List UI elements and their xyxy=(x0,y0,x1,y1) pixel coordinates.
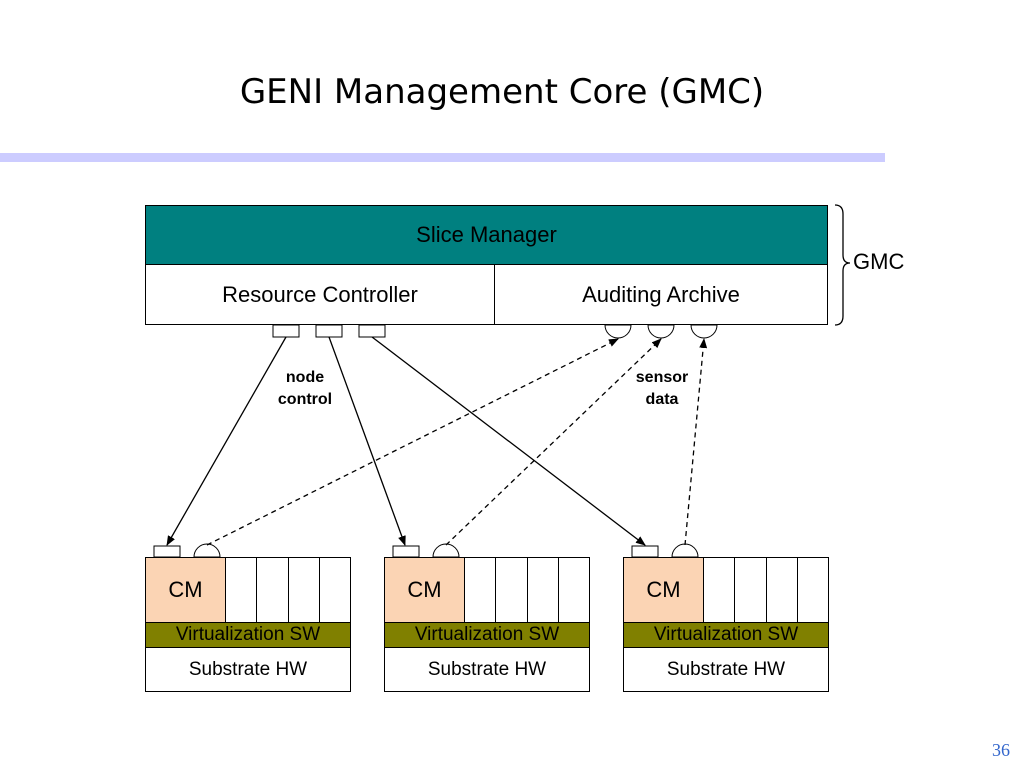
sliver-slot xyxy=(704,558,736,622)
control-port-1 xyxy=(272,324,300,338)
node-sensor-port-3 xyxy=(671,543,699,558)
sensor-port-2 xyxy=(647,324,675,339)
sliver-slot xyxy=(767,558,798,622)
node-3-slivers: CM xyxy=(623,557,829,623)
sliver-slot xyxy=(226,558,258,622)
cm-box-2: CM xyxy=(385,558,465,622)
node-stack-2: CM Virtualization SW Substrate HW xyxy=(384,557,590,692)
page-title: GENI Management Core (GMC) xyxy=(239,72,765,112)
control-port-3 xyxy=(358,324,386,338)
title-divider xyxy=(0,153,885,162)
node-control-annotation: node control xyxy=(265,367,345,411)
substrate-hw-1: Substrate HW xyxy=(145,648,351,692)
sensor-data-line-2: data xyxy=(645,391,679,408)
sensor-arrow-3 xyxy=(684,338,708,546)
sensor-arrow-1 xyxy=(206,338,619,546)
sliver-slot xyxy=(289,558,320,622)
virtualization-label-2: Virtualization SW xyxy=(414,624,560,645)
node-control-port-2 xyxy=(392,545,420,558)
gmc-brace xyxy=(834,204,851,326)
node-control-line-1: node xyxy=(285,369,325,386)
virtualization-sw-2: Virtualization SW xyxy=(384,623,590,648)
control-arrow-1 xyxy=(166,336,287,546)
substrate-label-3: Substrate HW xyxy=(666,658,786,680)
sensor-port-3 xyxy=(690,324,718,339)
node-stack-3: CM Virtualization SW Substrate HW xyxy=(623,557,829,692)
cm-box-3: CM xyxy=(624,558,704,622)
resource-controller-label: Resource Controller xyxy=(222,281,418,307)
control-arrow-3 xyxy=(371,336,646,546)
sliver-slot xyxy=(496,558,528,622)
control-port-2 xyxy=(315,324,343,338)
substrate-label-1: Substrate HW xyxy=(188,658,308,680)
node-2-slivers: CM xyxy=(384,557,590,623)
resource-controller-box: Resource Controller xyxy=(145,264,495,325)
node-control-line-2: control xyxy=(277,391,333,408)
virtualization-label-3: Virtualization SW xyxy=(653,624,799,645)
node-control-port-1 xyxy=(153,545,181,558)
sliver-slot xyxy=(735,558,767,622)
gmc-brace-label: GMC xyxy=(853,249,905,274)
sensor-arrow-2 xyxy=(445,338,662,546)
sliver-slot xyxy=(257,558,289,622)
virtualization-sw-3: Virtualization SW xyxy=(623,623,829,648)
sensor-port-1 xyxy=(604,324,632,339)
auditing-archive-label: Auditing Archive xyxy=(582,281,740,307)
virtualization-label-1: Virtualization SW xyxy=(175,624,321,645)
substrate-hw-3: Substrate HW xyxy=(623,648,829,692)
cm-label-2: CM xyxy=(407,577,442,602)
sensor-data-line-1: sensor xyxy=(635,369,689,386)
slice-manager-box: Slice Manager xyxy=(145,205,828,265)
page-number: 36 xyxy=(992,740,1010,760)
node-sensor-port-2 xyxy=(432,543,460,558)
virtualization-sw-1: Virtualization SW xyxy=(145,623,351,648)
node-control-port-3 xyxy=(631,545,659,558)
node-sensor-port-1 xyxy=(193,543,221,558)
cm-label-1: CM xyxy=(168,577,203,602)
sliver-slot xyxy=(465,558,497,622)
substrate-hw-2: Substrate HW xyxy=(384,648,590,692)
sensor-data-annotation: sensor data xyxy=(622,367,702,411)
sliver-slot xyxy=(528,558,559,622)
cm-box-1: CM xyxy=(146,558,226,622)
node-1-slivers: CM xyxy=(145,557,351,623)
node-stack-1: CM Virtualization SW Substrate HW xyxy=(145,557,351,692)
slice-manager-label: Slice Manager xyxy=(416,222,557,247)
cm-label-3: CM xyxy=(646,577,681,602)
control-arrow-2 xyxy=(328,336,406,546)
substrate-label-2: Substrate HW xyxy=(427,658,547,680)
